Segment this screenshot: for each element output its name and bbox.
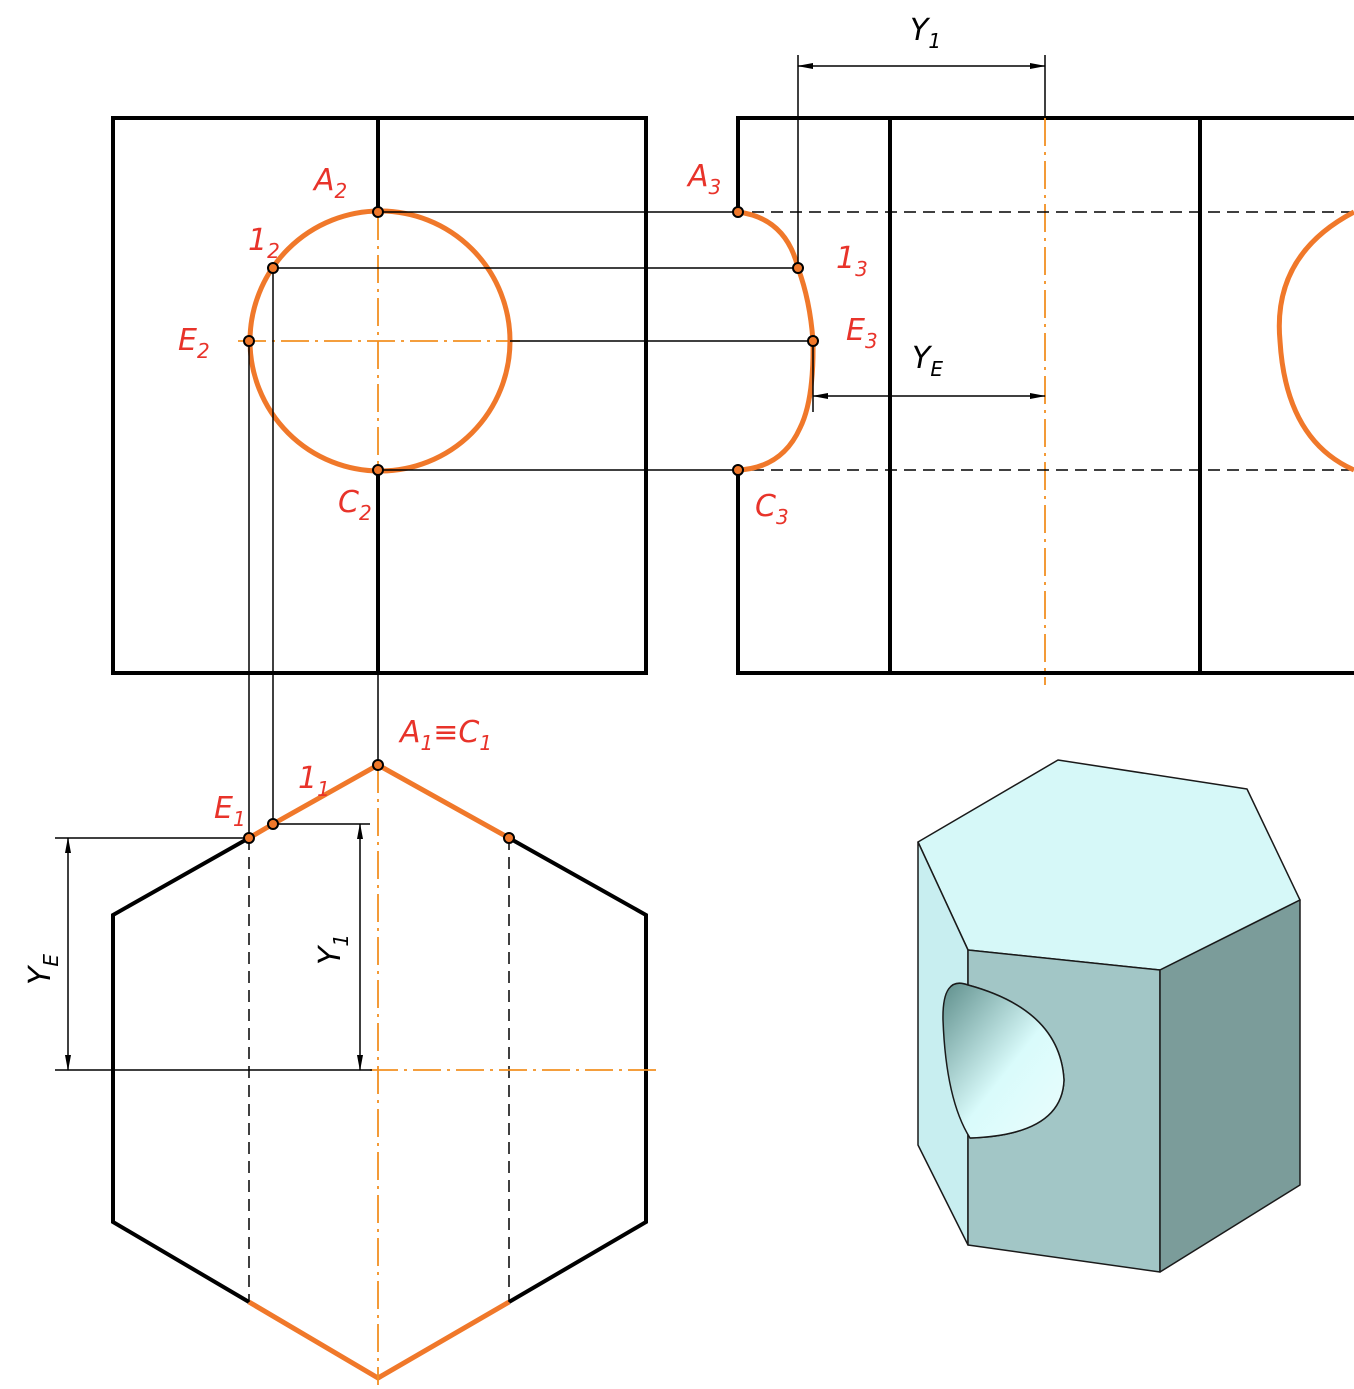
hexagon-section-upper (247, 762, 511, 841)
point-E1 (243, 832, 255, 844)
point-C2 (372, 464, 384, 476)
point-E2 (243, 335, 255, 347)
dim-label-Y1-top: Y1 (910, 13, 941, 53)
label-E3: E3 (846, 313, 878, 353)
label-A1-C1: A1≡C1 (398, 715, 492, 755)
side-view-outline (736, 116, 1354, 675)
front-view (111, 116, 648, 675)
label-1-2: 12 (248, 223, 280, 263)
point-right-hex (503, 832, 515, 844)
label-C2: C2 (338, 485, 372, 525)
solid-hole-surface (942, 982, 1065, 1139)
label-A2: A2 (312, 163, 347, 203)
point-1-3 (792, 262, 804, 274)
label-A3: A3 (686, 159, 721, 199)
label-1-3: 13 (836, 241, 868, 281)
point-A2 (372, 206, 384, 218)
point-labels: A2 12 E2 C2 A3 13 E3 C3 A1≡C1 11 E1 (178, 159, 878, 831)
label-C3: C3 (755, 489, 789, 529)
side-view-far-intersection-curve (1276, 209, 1354, 473)
dimension-labels: Y1 YE YE Y1 (23, 13, 943, 985)
dim-label-YE-left: YE (23, 954, 63, 985)
label-E2: E2 (178, 323, 210, 363)
dimension-lines (65, 63, 1046, 1071)
isometric-solid (917, 759, 1301, 1273)
dim-label-Y1-bottom: Y1 (313, 934, 353, 965)
point-1-2 (267, 262, 279, 274)
side-view (736, 116, 1354, 685)
point-A1-C1 (372, 759, 384, 771)
label-E1: E1 (214, 791, 246, 831)
point-A3 (732, 206, 744, 218)
label-1-1: 11 (298, 761, 330, 801)
point-1-1 (267, 818, 279, 830)
key-points (243, 206, 819, 844)
solid-side-face (1159, 899, 1301, 1273)
top-view (55, 762, 660, 1385)
point-C3 (732, 464, 744, 476)
hexagon-outline-black (111, 836, 648, 1304)
point-E3 (807, 335, 819, 347)
dim-label-YE-right: YE (912, 341, 943, 381)
hexagon-section-lower (247, 1299, 511, 1381)
